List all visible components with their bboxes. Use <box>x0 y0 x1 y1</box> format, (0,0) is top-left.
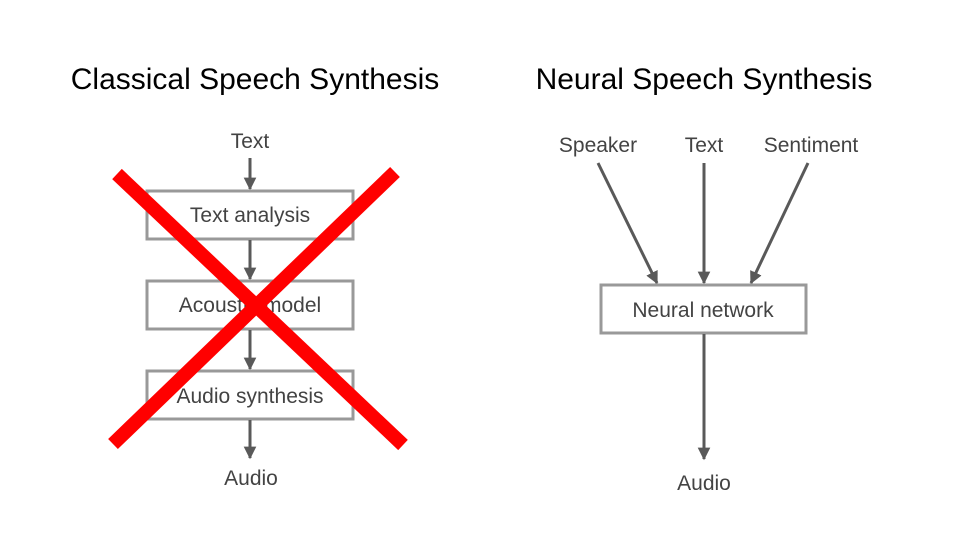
classical-output-label: Audio <box>224 467 278 490</box>
classical-pipeline: Classical Speech Synthesis Text Text ana… <box>71 63 440 490</box>
classical-title: Classical Speech Synthesis <box>71 63 440 96</box>
text-analysis-label: Text analysis <box>190 204 310 227</box>
red-cross-out-icon <box>108 166 408 451</box>
neural-arrow-speaker-to-network <box>596 162 659 285</box>
neural-output-label: Audio <box>677 472 731 495</box>
neural-network-label: Neural network <box>632 299 774 322</box>
neural-input-sentiment: Sentiment <box>764 134 859 157</box>
cross-stroke-up <box>108 166 400 450</box>
neural-network-node: Neural network <box>599 283 808 335</box>
classical-input-label: Text <box>231 130 270 153</box>
neural-arrow-sentiment-to-network <box>749 162 810 285</box>
classical-step-audio-synthesis: Audio synthesis <box>145 369 355 421</box>
neural-title: Neural Speech Synthesis <box>536 63 873 96</box>
neural-pipeline: Neural Speech Synthesis Speaker Text Sen… <box>536 63 873 495</box>
neural-input-text: Text <box>685 134 724 157</box>
neural-input-speaker: Speaker <box>559 134 637 157</box>
neural-network-box <box>599 283 808 335</box>
audio-synthesis-label: Audio synthesis <box>176 385 323 408</box>
